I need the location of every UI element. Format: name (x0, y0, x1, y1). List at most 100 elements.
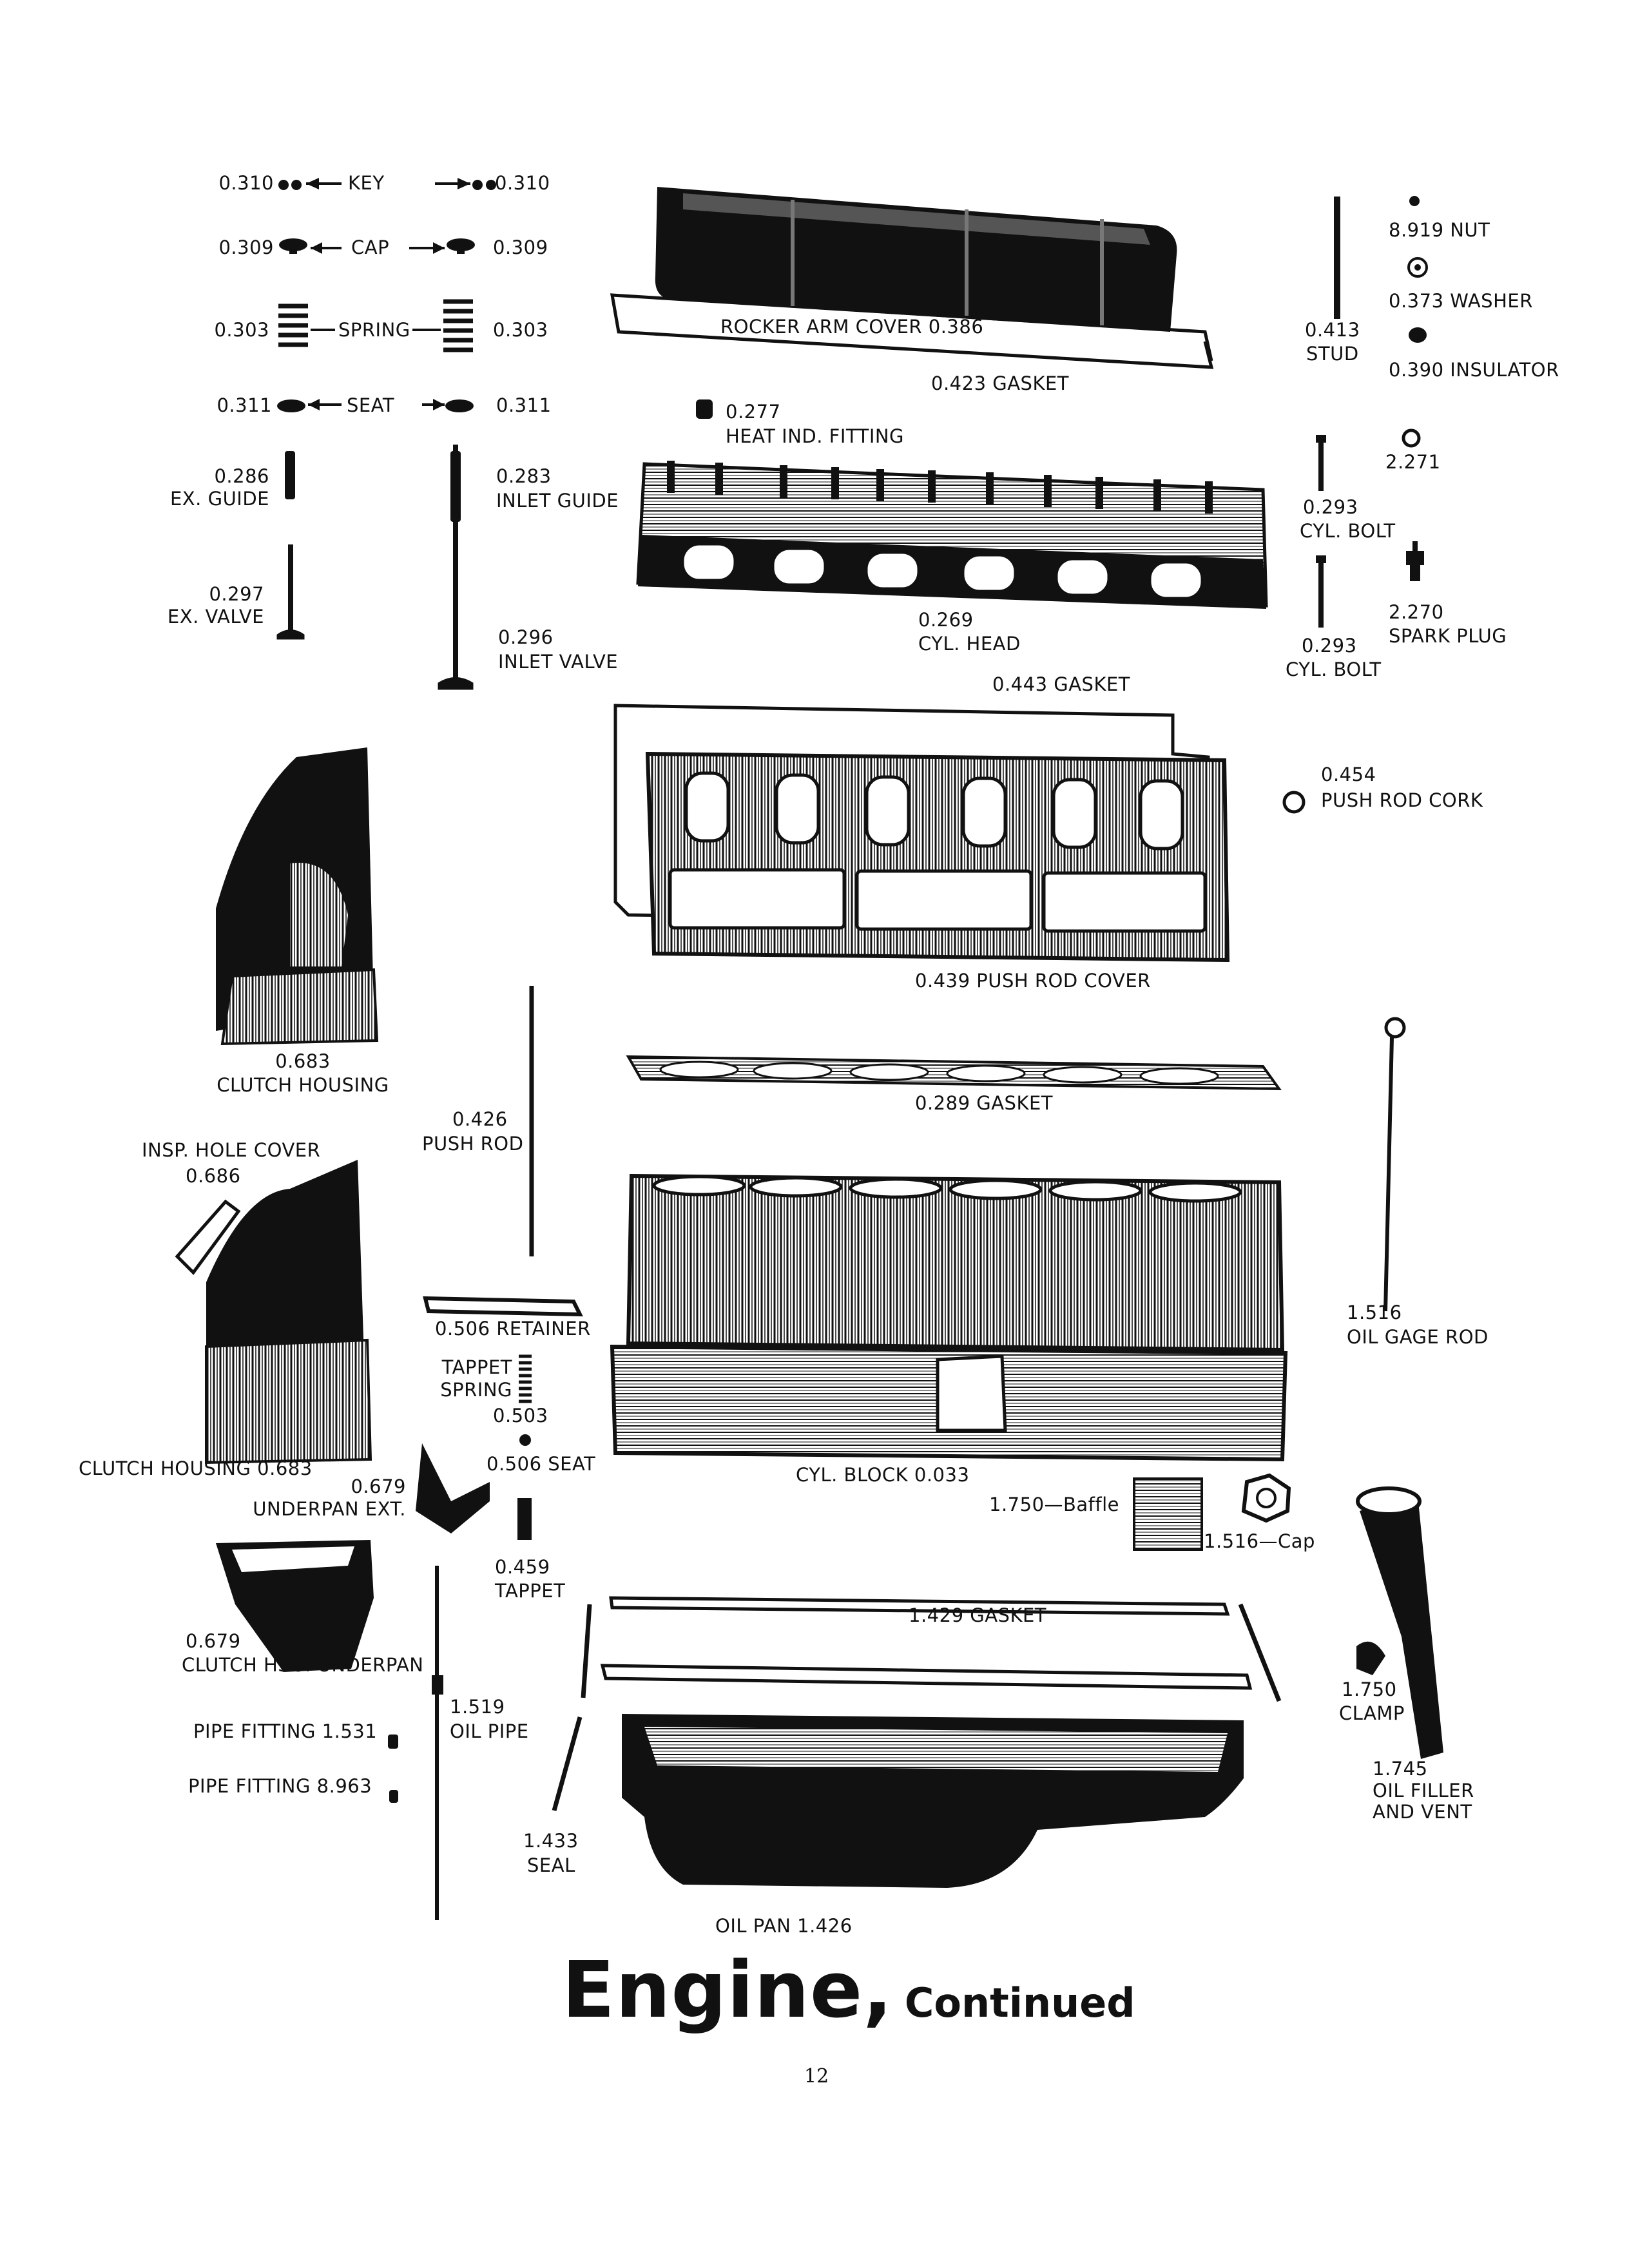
spring-label: SPRING (338, 319, 410, 341)
clutch-housing-top-drawing (216, 747, 379, 1046)
tappet-seat-icon (519, 1434, 531, 1446)
pipe-fitting-icons (388, 1735, 398, 1803)
cap-1516-label: 1.516—Cap (1204, 1530, 1315, 1552)
tappet-spring-number: 0.503 (493, 1405, 548, 1427)
seat-506-label: 0.506 SEAT (487, 1453, 596, 1475)
heat-fitting-number: 0.277 (726, 401, 781, 423)
valve-seat-icons (277, 399, 474, 412)
retainer-label: 0.506 RETAINER (435, 1318, 591, 1340)
oil-pan-label: OIL PAN 1.426 (715, 1915, 853, 1937)
inlet-valve-number: 0.296 (498, 626, 554, 648)
rocker-arm-cover-label: ROCKER ARM COVER 0.386 (720, 316, 984, 338)
oil-filler-label-2: AND VENT (1373, 1801, 1472, 1823)
oil-filler-number: 1.745 (1373, 1758, 1428, 1780)
gasket-423-label: 0.423 GASKET (931, 372, 1070, 394)
insp-hole-cover-label: INSP. HOLE COVER (142, 1139, 321, 1161)
insp-hole-cover-number: 0.686 (186, 1165, 241, 1187)
cyl-head-number: 0.269 (918, 609, 974, 631)
retainer-drawing (423, 1296, 583, 1317)
tappet-spring-icon (519, 1354, 532, 1403)
underpan-ext-number: 0.679 (351, 1475, 406, 1497)
inlet-valve-label: INLET VALVE (498, 651, 619, 673)
valve-guide-icons (285, 451, 461, 522)
stud-drawing (1334, 197, 1340, 319)
clutch-underpan-label: CLUTCH HSG. UNDERPAN (182, 1654, 424, 1676)
push-rod-number: 0.426 (452, 1108, 508, 1130)
oil-pan-drawing (622, 1714, 1244, 1888)
ex-guide-number: 0.286 (214, 465, 269, 487)
clutch-housing-top-number: 0.683 (275, 1050, 331, 1072)
underpan-ext-drawing (416, 1443, 490, 1533)
stud-label: STUD (1306, 343, 1359, 365)
clamp-icon (1356, 1641, 1385, 1675)
cap-left-number: 0.309 (218, 236, 274, 258)
clamp-label: CLAMP (1339, 1702, 1405, 1724)
tappet-number: 0.459 (495, 1556, 550, 1578)
stud-number: 0.413 (1305, 319, 1360, 341)
inlet-guide-number: 0.283 (496, 465, 552, 487)
nut-label: 8.919 NUT (1389, 219, 1490, 241)
ex-valve-label: EX. VALVE (167, 606, 264, 628)
cylinder-head-drawing (636, 461, 1268, 609)
head-gasket-drawing (626, 1055, 1282, 1091)
valve-icons (276, 445, 474, 690)
cyl-bolt-drawings (1316, 435, 1326, 628)
clamp-number: 1.750 (1342, 1678, 1397, 1700)
push-rod-cork-number: 0.454 (1321, 764, 1376, 785)
push-rod-cover-label: 0.439 PUSH ROD COVER (915, 970, 1151, 992)
page-number: 12 (804, 2065, 829, 2088)
rocker-arm-cover-drawing (610, 187, 1214, 369)
pipe-fitting-2-label: PIPE FITTING 8.963 (188, 1775, 372, 1797)
oil-pipe-drawing (432, 1566, 443, 1920)
part-2271-label: 2.271 (1385, 451, 1441, 473)
pipe-fitting-1-label: PIPE FITTING 1.531 (193, 1720, 378, 1742)
clutch-housing-top-label: CLUTCH HOUSING (217, 1074, 389, 1096)
ex-guide-label: EX. GUIDE (169, 488, 269, 510)
spark-plug-icon (1406, 541, 1424, 581)
page-title-main: Engine, (562, 1946, 893, 2035)
baffle-label: 1.750—Baffle (989, 1494, 1120, 1515)
oil-filler-label-1: OIL FILLER (1373, 1780, 1474, 1802)
cyl-block-label: CYL. BLOCK 0.033 (796, 1464, 970, 1486)
valve-key-icons (278, 178, 496, 190)
ex-valve-number: 0.297 (209, 583, 264, 605)
insulator-label: 0.390 INSULATOR (1389, 359, 1559, 381)
cyl-bolt-1-label: CYL. BOLT (1300, 520, 1396, 542)
oil-pipe-label: OIL PIPE (450, 1720, 529, 1742)
spring-right-number: 0.303 (493, 319, 548, 341)
seal-label: SEAL (527, 1854, 575, 1876)
page-title-sub: Continued (904, 1979, 1135, 2026)
washer-label: 0.373 WASHER (1389, 290, 1533, 312)
cap-right-number: 0.309 (493, 236, 548, 258)
underpan-ext-label: UNDERPAN EXT. (253, 1498, 406, 1520)
oil-gage-rod-drawing (1383, 1017, 1406, 1312)
cap-drawing (1241, 1473, 1291, 1523)
clutch-housing-bottom-label: CLUTCH HOUSING 0.683 (79, 1457, 313, 1479)
cylinder-block-drawing (610, 1173, 1288, 1462)
seat-label: SEAT (347, 394, 395, 416)
oil-gage-rod-label: OIL GAGE ROD (1347, 1326, 1489, 1348)
tappet-spring-label-1: TAPPET (441, 1356, 512, 1378)
push-rod-label: PUSH ROD (422, 1133, 524, 1155)
nut-washer-insulator-icons (1402, 196, 1428, 448)
seat-right-number: 0.311 (496, 394, 552, 416)
spark-plug-label: SPARK PLUG (1389, 625, 1507, 647)
baffle-drawing (1133, 1477, 1203, 1551)
valve-spring-icons (278, 299, 473, 352)
clutch-underpan-number: 0.679 (186, 1630, 241, 1652)
clutch-housing-bottom-drawing (205, 1160, 372, 1465)
push-rod-cover-drawing (613, 704, 1230, 963)
push-rod-cork-icon (1282, 791, 1306, 814)
gasket-289-label: 0.289 GASKET (915, 1092, 1054, 1114)
spark-plug-number: 2.270 (1389, 601, 1444, 623)
heat-fitting-label: HEAT IND. FITTING (726, 425, 905, 447)
cyl-bolt-2-label: CYL. BOLT (1286, 658, 1382, 680)
tappet-spring-label-2: SPRING (440, 1379, 512, 1401)
key-label: KEY (348, 172, 385, 194)
seal-number: 1.433 (523, 1830, 579, 1852)
tappet-icon (517, 1498, 532, 1540)
push-rod-cork-label: PUSH ROD CORK (1321, 789, 1483, 811)
cyl-bolt-2-number: 0.293 (1302, 635, 1357, 657)
inlet-guide-label: INLET GUIDE (496, 490, 619, 512)
